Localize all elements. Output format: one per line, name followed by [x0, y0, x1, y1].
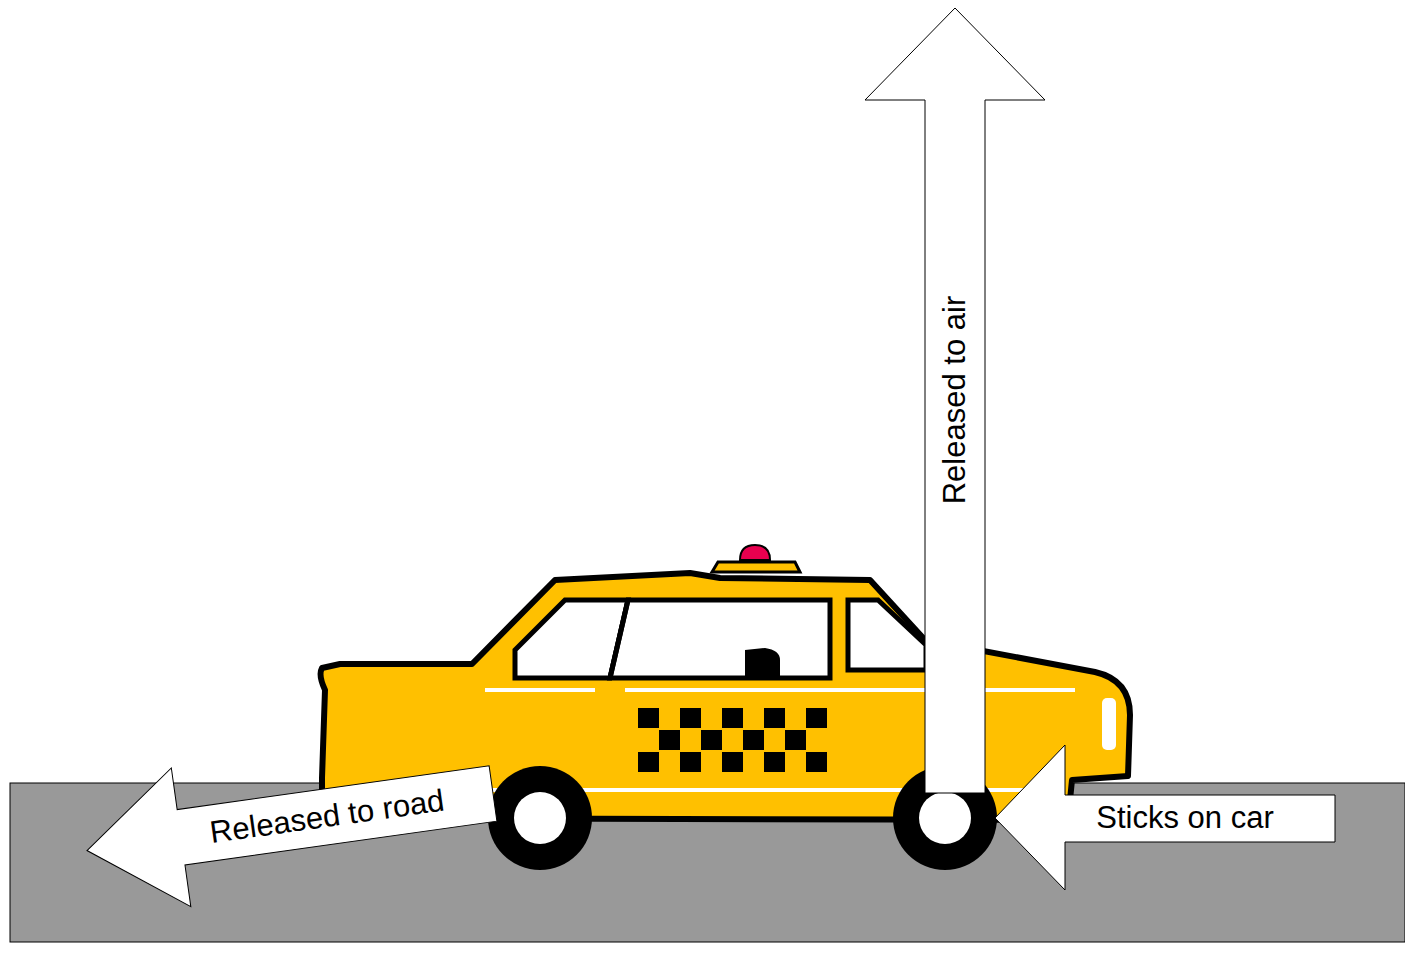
up-arrow: Released to air — [865, 8, 1045, 793]
arrow-shape — [865, 8, 1045, 793]
left-arrow: Sticks on car — [995, 745, 1335, 890]
arrow-label: Sticks on car — [1050, 793, 1320, 843]
arrow-shape — [77, 724, 502, 920]
arrow-label: Released to air — [925, 100, 985, 700]
arrow-shape — [995, 745, 1335, 890]
arrow-label: Released to road — [157, 766, 497, 868]
